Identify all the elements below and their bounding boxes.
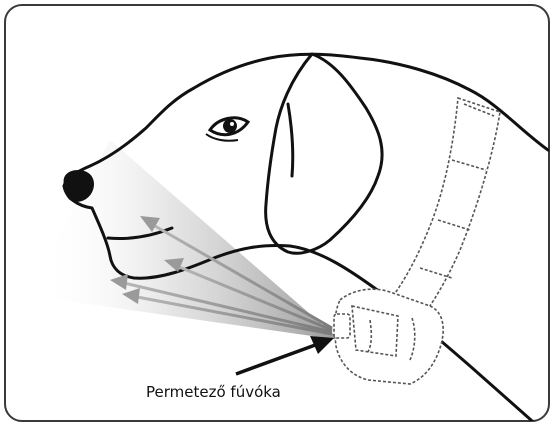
spray-cone	[40, 140, 340, 340]
spray-nozzle-label: Permetező fúvóka	[146, 383, 281, 401]
spray-nozzle	[334, 289, 443, 384]
dog-eye	[206, 118, 248, 141]
collar-strap	[390, 98, 500, 320]
callout-arrow	[236, 336, 334, 374]
